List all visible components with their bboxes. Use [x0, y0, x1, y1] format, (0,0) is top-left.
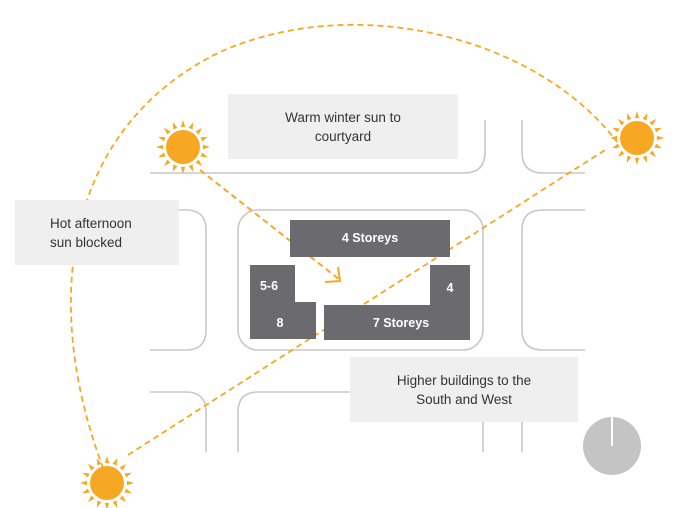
sun-ray — [195, 159, 203, 167]
sun-ray — [202, 144, 210, 150]
sun-ray — [82, 488, 90, 494]
sun-ray — [124, 488, 132, 494]
block-outline-southwest — [150, 391, 207, 452]
callout-afternoon-sun-text: Hot afternoon sun blocked — [50, 215, 132, 250]
block-outline-west — [150, 209, 207, 351]
sun-ray — [104, 456, 110, 464]
sun-ray — [656, 135, 664, 141]
sun-ray — [96, 500, 102, 508]
block-outline-north — [150, 120, 486, 174]
building-west-upper-label: 5-6 — [260, 279, 278, 293]
sun-ray — [163, 159, 171, 167]
sun-ray — [626, 113, 632, 121]
sun-ray — [112, 500, 118, 508]
sun-icon — [610, 111, 664, 165]
sun-ray — [188, 164, 194, 172]
sun-ray — [126, 480, 134, 486]
sun-ray — [634, 111, 640, 119]
sun-ray — [634, 157, 640, 165]
sun-ray — [172, 164, 178, 172]
sun-ray — [612, 143, 620, 149]
sun-ray — [195, 127, 203, 135]
sun-ray — [119, 495, 127, 503]
callout-winter-sun: Warm winter sun to courtyard — [228, 94, 458, 159]
sun-ray — [188, 122, 194, 130]
sun-ray — [200, 152, 208, 158]
building-west-upper — [250, 265, 295, 302]
sun-ray — [654, 127, 662, 133]
sun-ray — [642, 113, 648, 121]
north-indicator-icon — [583, 417, 641, 475]
sun-ray — [119, 463, 127, 471]
building-north-label: 4 Storeys — [342, 231, 398, 245]
sun-ray — [172, 122, 178, 130]
sun-core — [166, 130, 200, 164]
sun-ray — [649, 150, 657, 158]
street-blocks — [150, 120, 585, 452]
building-south-label: 7 Storeys — [373, 316, 429, 330]
building-east — [430, 265, 470, 305]
sun-core — [90, 466, 124, 500]
block-outline-central — [237, 209, 484, 351]
sun-ray — [163, 127, 171, 135]
sun-ray — [180, 120, 186, 128]
sun-ray — [626, 155, 632, 163]
callout-afternoon-sun: Hot afternoon sun blocked — [15, 200, 179, 265]
sun-ray — [610, 135, 618, 141]
building-south — [324, 305, 470, 340]
sun-ray — [617, 118, 625, 126]
sun-ray — [82, 472, 90, 478]
buildings — [250, 220, 470, 340]
sun-ray — [642, 155, 648, 163]
sun-ray — [158, 136, 166, 142]
sun-icon — [156, 120, 210, 174]
block-outline-east — [521, 209, 585, 351]
callout-higher-buildings-text: Higher buildings to the South and West — [396, 372, 532, 407]
sun-ray — [612, 127, 620, 133]
sun-ray — [654, 143, 662, 149]
block-outline-south — [237, 391, 350, 452]
sun-ray — [87, 495, 95, 503]
sun-ray — [156, 144, 164, 150]
building-east-label: 4 — [447, 281, 454, 295]
callout-higher-buildings: Higher buildings to the South and West — [350, 357, 578, 422]
sun-ray — [87, 463, 95, 471]
sun-ray — [96, 458, 102, 466]
sun-ray — [649, 118, 657, 126]
sun-ray — [200, 136, 208, 142]
sun-ray — [104, 502, 110, 508]
afternoon-sun-ray — [127, 149, 606, 456]
sun-ray — [124, 472, 132, 478]
building-west-lower — [250, 302, 316, 339]
sun-ray — [617, 150, 625, 158]
sun-core — [620, 121, 654, 155]
sun-ray — [80, 480, 88, 486]
building-west-lower-label: 8 — [277, 316, 284, 330]
sun-ray — [180, 166, 186, 174]
building-north — [290, 220, 450, 257]
sun-icon — [80, 456, 134, 508]
callout-winter-sun-text: Warm winter sun to courtyard — [285, 109, 401, 144]
block-outline-northeast — [521, 120, 585, 174]
sun-ray — [112, 458, 118, 466]
winter-sun-ray — [199, 169, 342, 283]
sun-ray — [158, 152, 166, 158]
